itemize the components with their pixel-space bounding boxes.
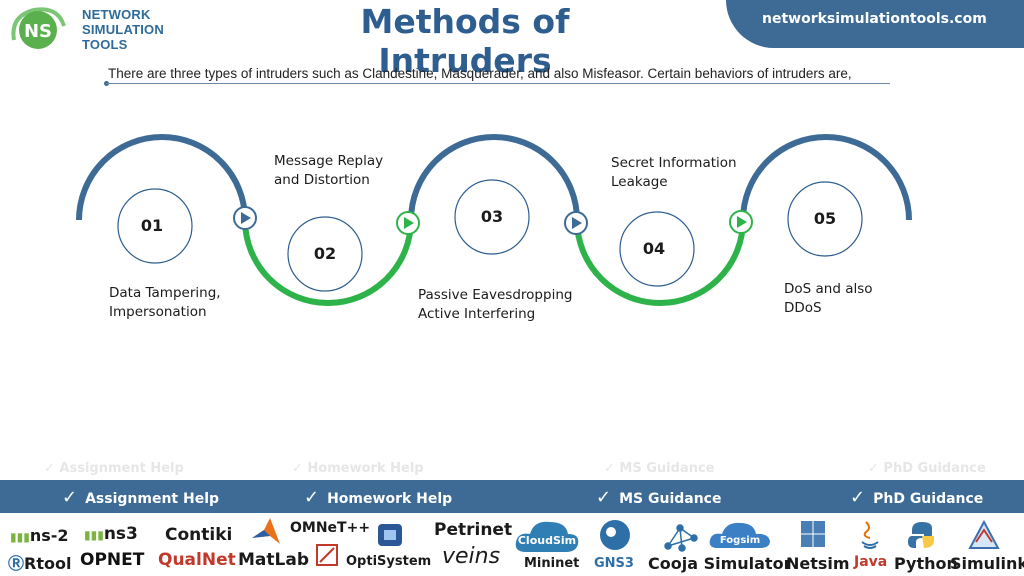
intro-underline — [106, 83, 890, 84]
arc-05-top — [740, 134, 912, 221]
simulink-logo: Simulink — [950, 554, 1024, 573]
omnet-icon — [378, 524, 402, 546]
cloudsim-icon: CloudSim — [515, 521, 579, 552]
step-02-number: 02 — [313, 244, 337, 263]
veins-logo: veins — [442, 544, 501, 569]
logo-line-2: SIMULATION — [82, 22, 164, 37]
omnet-logo: OMNeT++ — [290, 520, 371, 536]
step-05-number: 05 — [813, 209, 837, 228]
netsim-logo: Netsim — [786, 554, 850, 573]
step-03-circle — [454, 179, 530, 255]
step-05-circle — [787, 181, 863, 257]
ns-logo-icon: NS — [11, 7, 66, 49]
check-icon: ✓ — [62, 487, 78, 508]
tools-logo-strip: ▮▮▮ns-2 ▮▮▮ns3 Contiki ⓇRtool OPNET Qual… — [0, 516, 1024, 576]
python-logo: Python — [894, 554, 958, 573]
service-assignment-help[interactable]: ✓Assignment Help — [62, 487, 220, 508]
step-01-circle — [117, 188, 193, 264]
rtool-logo: ⓇRtool — [8, 554, 72, 573]
matlab-icon — [252, 518, 280, 544]
check-icon: ✓ — [596, 487, 612, 508]
play-connector-icon-2 — [396, 211, 420, 235]
service-phd-guidance[interactable]: ✓PhD Guidance — [850, 487, 984, 508]
step-05-label: DoS and also DDoS — [784, 281, 873, 316]
arc-01-top — [76, 134, 248, 221]
step-03-label: Passive Eavesdropping Active Interfering — [418, 287, 573, 322]
contiki-logo: Contiki — [165, 525, 233, 545]
arc-04-bottom — [574, 219, 746, 306]
simulink-icon — [968, 519, 1000, 549]
matlab-logo: MatLab — [238, 550, 309, 570]
service-reflection-2: ✓ Homework Help — [292, 461, 424, 476]
fogsim-icon: Fogsim — [709, 522, 770, 548]
cooja-logo: Cooja Simulator — [648, 554, 792, 573]
site-link[interactable]: networksimulationtools.com — [762, 11, 987, 27]
python-icon — [908, 522, 934, 548]
logo-line-1: NETWORK — [82, 7, 151, 22]
gns3-logo: GNS3 — [594, 556, 634, 571]
netsim-icon — [801, 521, 825, 547]
step-04-label: Secret Information Leakage — [611, 155, 737, 190]
step-01-label: Data Tampering, Impersonation — [109, 285, 221, 320]
ns3-logo: ▮▮▮ns3 — [84, 524, 138, 544]
gns3-icon — [600, 520, 630, 550]
mininet-logo: Mininet — [524, 556, 580, 571]
svg-text:Fogsim: Fogsim — [720, 535, 760, 546]
step-01-number: 01 — [140, 216, 164, 235]
service-reflection-3: ✓ MS Guidance — [604, 461, 715, 476]
play-connector-icon-1 — [233, 206, 257, 230]
site-link-tab[interactable]: networksimulationtools.com — [726, 0, 1024, 48]
ns2-logo: ▮▮▮ns-2 — [10, 526, 69, 545]
logo-line-3: TOOLS — [82, 37, 128, 52]
page-title: Methods of Intruders — [360, 2, 570, 80]
step-02-label: Message Replay and Distortion — [274, 153, 384, 188]
java-logo: Java — [854, 554, 888, 570]
optisystem-logo: OptiSystem — [346, 554, 432, 569]
brand-logo: NS NETWORK SIMULATION TOOLS — [4, 2, 204, 58]
play-connector-icon-3 — [564, 211, 588, 235]
arc-03-top — [408, 134, 580, 221]
petrinet-logo: Petrinet — [434, 520, 513, 540]
service-reflection-1: ✓ Assignment Help — [44, 461, 184, 476]
qualnet-logo: QualNet — [158, 550, 236, 570]
cooja-icon — [664, 524, 698, 552]
services-bar: ✓Assignment Help ✓Homework Help ✓MS Guid… — [0, 480, 1024, 513]
optisystem-icon — [316, 544, 338, 566]
check-icon: ✓ — [304, 487, 320, 508]
play-connector-icon-4 — [729, 210, 753, 234]
intruder-methods-diagram — [76, 134, 912, 306]
service-reflection-4: ✓ PhD Guidance — [868, 461, 986, 476]
step-03-number: 03 — [480, 207, 504, 226]
step-02-circle — [287, 216, 363, 292]
service-homework-help[interactable]: ✓Homework Help — [304, 487, 453, 508]
java-icon — [861, 521, 879, 549]
arc-02-bottom — [242, 219, 414, 306]
svg-text:CloudSim: CloudSim — [518, 534, 576, 547]
step-04-circle — [619, 211, 695, 287]
service-ms-guidance[interactable]: ✓MS Guidance — [596, 487, 722, 508]
opnet-logo: OPNET — [80, 550, 145, 570]
intro-text: There are three types of intruders such … — [108, 66, 852, 81]
step-04-number: 04 — [642, 239, 666, 258]
logo-mark: NS — [24, 21, 52, 42]
check-icon: ✓ — [850, 487, 866, 508]
